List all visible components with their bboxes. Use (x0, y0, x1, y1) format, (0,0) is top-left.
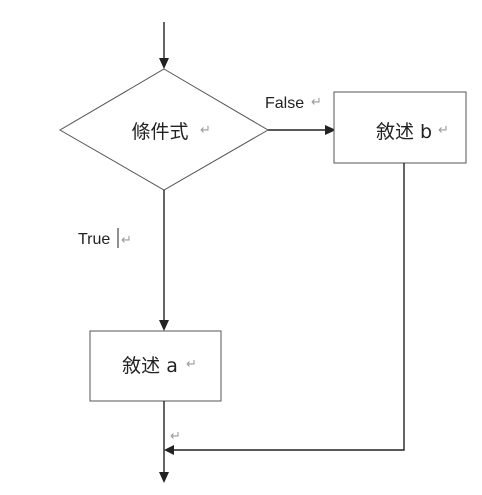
true-paragraph-mark: ↵ (121, 233, 132, 248)
return-edge (172, 163, 405, 451)
statement-b-box[interactable] (333, 91, 467, 164)
statement-a-label: 敘述 a (122, 355, 178, 377)
false-arrowhead (325, 125, 336, 135)
statement-b-label: 敘述 b (376, 121, 432, 143)
merge-paragraph-mark: ↵ (170, 429, 181, 444)
condition-label: 條件式 (131, 121, 188, 143)
exit-arrowhead (159, 472, 169, 483)
return-arrowhead (164, 445, 174, 455)
false-label: False (265, 95, 304, 112)
true-arrowhead (159, 320, 169, 331)
condition-paragraph-mark: ↵ (200, 123, 211, 138)
statement-a-paragraph-mark: ↵ (186, 357, 197, 372)
statement-a-box[interactable] (89, 330, 222, 402)
statement-b-paragraph-mark: ↵ (438, 123, 449, 138)
true-label: True (78, 231, 110, 248)
false-paragraph-mark: ↵ (311, 95, 322, 110)
entry-arrowhead (159, 58, 169, 69)
